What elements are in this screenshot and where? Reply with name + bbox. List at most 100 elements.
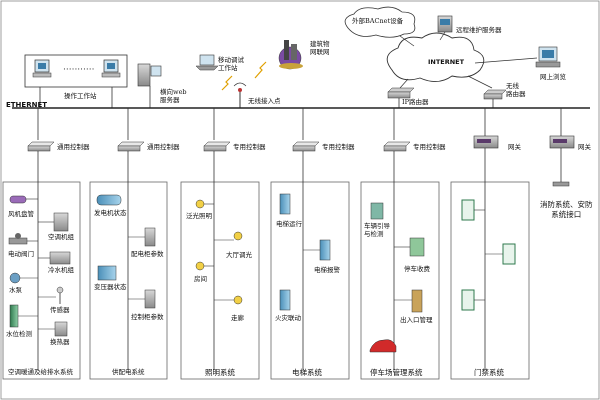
mobile-laptop-icon <box>195 54 219 71</box>
web-browse-pc-icon <box>474 46 561 68</box>
device-label: 停车收费 <box>404 265 430 273</box>
controller-label: 专用控制器 <box>322 143 355 151</box>
pump-icon <box>9 272 38 284</box>
web-server-label: 横向web 服务器 <box>160 88 187 104</box>
device-label: 车辆引导 与检测 <box>364 222 390 238</box>
device-label: 空调机组 <box>48 233 74 241</box>
gateway-icon <box>473 135 499 149</box>
remote-service-pc-icon <box>437 15 453 41</box>
subsystem-title: 停车场管理系统 <box>370 368 423 377</box>
operator-workstation-icon <box>32 59 52 78</box>
controller-icon <box>27 141 55 152</box>
device-label: 电梯运行 <box>276 220 302 228</box>
subsystem-title: 空调暖通及给排水系统 <box>8 368 73 376</box>
door-icon <box>461 289 485 311</box>
svg-text:···········: ··········· <box>63 65 94 75</box>
device-label: 冷水机组 <box>48 266 74 274</box>
gateway-label: 网关 <box>578 143 591 151</box>
bulb-icon <box>195 261 214 271</box>
wireless-router-icon <box>483 89 507 108</box>
operator-lan <box>24 54 128 108</box>
bulb-icon <box>195 199 214 209</box>
controller-icon <box>203 141 231 152</box>
gateway-label: 网关 <box>508 143 521 151</box>
ahu-icon <box>38 212 69 232</box>
subsystem-title: 供配电系统 <box>112 368 145 376</box>
chiller-icon <box>38 251 71 265</box>
controller-icon <box>117 141 145 152</box>
fan-coil-icon <box>9 195 38 204</box>
gateway-icon <box>549 135 575 187</box>
device-label: 大厅调光 <box>226 251 252 259</box>
controller-icon <box>383 141 411 152</box>
operator-workstation-icon <box>101 59 121 78</box>
building-iot-icon <box>278 40 303 70</box>
controller-label: 专用控制器 <box>413 143 446 151</box>
device-label: 火灾联动 <box>275 314 301 322</box>
dots-ellipsis: ··········· <box>63 65 94 75</box>
device-label: 泛光照明 <box>186 212 212 220</box>
web-browse-label: 网上浏览 <box>540 73 566 81</box>
sensor-icon <box>38 286 64 304</box>
device-label: 水位检测 <box>6 330 32 338</box>
controller-label: 通用控制器 <box>147 143 180 151</box>
car-icon <box>369 339 397 353</box>
device-label: 换热器 <box>50 338 70 346</box>
ethernet-label: ETHERNET <box>6 101 48 109</box>
device-label: 走廊 <box>231 314 244 322</box>
wireless-ap-icon <box>233 82 247 108</box>
device-label: 变压器状态 <box>94 283 127 291</box>
fire-security-interface-label: 消防系统、安防 系统接口 <box>540 200 593 219</box>
control-cabinet-icon <box>128 289 156 309</box>
device-label: 控制柜参数 <box>131 313 164 321</box>
subsystem-boxes <box>2 181 530 380</box>
remote-service-label: 远程维护服务器 <box>456 26 502 34</box>
controller-label: 通用控制器 <box>57 143 90 151</box>
device-label: 配电柜参数 <box>131 250 164 258</box>
vehicle-detector-icon <box>370 202 384 220</box>
device-label: 发电机状态 <box>94 209 127 217</box>
device-label: 房间 <box>194 275 207 283</box>
elevator-icon <box>303 239 331 261</box>
ip-router-label: IP路由器 <box>402 98 429 106</box>
field-buses <box>37 148 486 370</box>
ip-router-icon <box>387 87 415 108</box>
controller-drops <box>37 108 562 140</box>
device-label: 风机盘管 <box>8 210 34 218</box>
bacnet-cloud <box>344 6 416 38</box>
generator-icon <box>96 194 122 206</box>
internet-label: INTERNET <box>428 58 465 66</box>
distribution-cabinet-icon <box>128 227 156 247</box>
mobile-station-label: 移动调试 工作站 <box>218 56 244 72</box>
device-label: 电动阀门 <box>8 250 34 258</box>
subsystem-title: 电梯系统 <box>292 368 322 377</box>
device-label: 电梯报警 <box>314 266 340 274</box>
bulb-icon <box>214 295 243 305</box>
device-label: 出入口管理 <box>400 316 433 324</box>
water-level-icon <box>9 304 38 328</box>
subsystem-title: 照明系统 <box>205 368 235 377</box>
subsystem-title: 门禁系统 <box>474 368 504 377</box>
door-icon <box>485 243 516 265</box>
controller-icon <box>292 141 320 152</box>
lightning-icon <box>221 61 267 91</box>
heat-exchanger-icon <box>38 321 68 337</box>
internet-cloud <box>386 32 485 82</box>
gate-icon <box>394 289 423 313</box>
bulb-icon <box>214 231 243 241</box>
elevator-icon <box>279 289 291 311</box>
elevator-icon <box>279 193 291 215</box>
building-iot-label: 建筑物 网联网 <box>310 40 330 56</box>
bacnet-label: 外部BACnet设备 <box>352 17 404 25</box>
device-label: 传感器 <box>50 306 70 314</box>
transformer-icon <box>97 265 117 281</box>
web-server-icon <box>137 63 162 108</box>
wireless-router-label: 无线 路由器 <box>506 82 526 98</box>
operator-station-label: 操作工作站 <box>64 92 97 100</box>
device-label: 水泵 <box>9 286 22 294</box>
motor-valve-icon <box>8 233 38 245</box>
toll-booth-icon <box>394 237 425 257</box>
